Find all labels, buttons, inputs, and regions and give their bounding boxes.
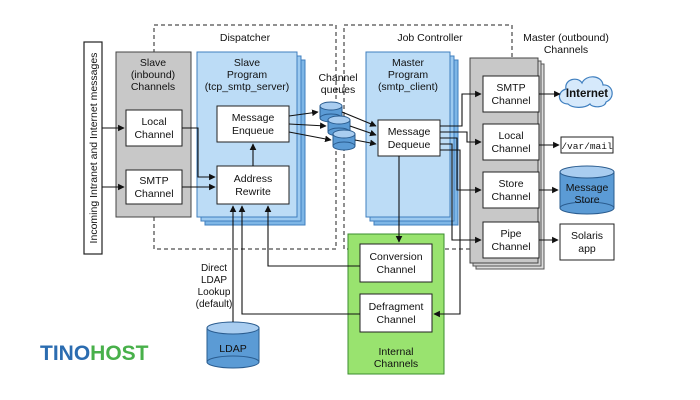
svg-text:Conversion: Conversion (369, 251, 422, 263)
svg-text:Solaris: Solaris (571, 230, 603, 242)
svg-text:Channel: Channel (376, 314, 415, 326)
defragment-channel-box: Defragment Channel (359, 293, 433, 333)
job-controller-label: Job Controller (397, 32, 463, 44)
svg-text:Store: Store (574, 194, 599, 206)
svg-text:Store: Store (498, 178, 523, 190)
svg-text:Master (outbound): Master (outbound) (523, 32, 609, 44)
svg-text:Channel: Channel (491, 143, 530, 155)
svg-text:Program: Program (388, 69, 429, 81)
svg-text:queues: queues (321, 84, 355, 96)
svg-text:Channel: Channel (491, 95, 530, 107)
solaris-app-box: Solaris app (559, 223, 615, 261)
svg-text:TINOHOST: TINOHOST (40, 342, 149, 365)
svg-text:Program: Program (227, 69, 268, 81)
flow-arrows (102, 90, 561, 322)
svg-text:LDAP: LDAP (219, 343, 246, 355)
incoming-messages-box: Incoming Intranet and Internet messages (83, 41, 103, 255)
svg-text:Master: Master (392, 57, 425, 69)
master-smtp-channel-box: SMTP Channel (482, 75, 540, 113)
svg-text:Channels: Channels (374, 358, 418, 370)
svg-text:Channel: Channel (376, 264, 415, 276)
svg-text:Message: Message (232, 112, 275, 124)
svg-text:Rewrite: Rewrite (235, 186, 271, 198)
svg-text:Lookup: Lookup (198, 287, 231, 298)
message-dequeue-box: Message Dequeue (377, 119, 441, 157)
svg-text:(default): (default) (196, 299, 233, 310)
svg-text:Channel: Channel (318, 72, 357, 84)
svg-text:Channels: Channels (544, 44, 588, 56)
svg-text:Direct: Direct (201, 263, 227, 274)
slave-local-channel-box: Local Channel (125, 109, 183, 147)
svg-text:Enqueue: Enqueue (232, 125, 274, 137)
internet-label: Internet (566, 88, 608, 100)
var-mail-box: /var/mail (560, 136, 614, 154)
svg-text:Message: Message (388, 126, 431, 138)
svg-text:Channels: Channels (131, 81, 175, 93)
slave-smtp-channel-box: SMTP Channel (125, 169, 183, 205)
svg-text:Slave: Slave (234, 57, 260, 69)
internet-cloud-icon: Internet (558, 76, 613, 108)
channel-queue-cylinder (332, 129, 356, 151)
svg-text:Internal: Internal (378, 346, 413, 358)
svg-text:(tcp_smtp_server): (tcp_smtp_server) (205, 81, 290, 93)
ldap-cylinder: LDAP (206, 321, 260, 369)
svg-text:/var/mail: /var/mail (561, 141, 613, 152)
svg-text:Dequeue: Dequeue (388, 139, 431, 151)
master-local-channel-box: Local Channel (482, 123, 540, 161)
svg-text:Slave: Slave (140, 57, 166, 69)
incoming-messages-label: Incoming Intranet and Internet messages (88, 53, 100, 244)
svg-text:Channel: Channel (134, 129, 173, 141)
svg-text:Channel: Channel (134, 188, 173, 200)
dispatcher-label: Dispatcher (220, 32, 271, 44)
svg-text:app: app (578, 243, 596, 255)
svg-text:(smtp_client): (smtp_client) (378, 81, 438, 93)
message-enqueue-box: Message Enqueue (216, 105, 290, 143)
svg-text:Channel: Channel (491, 241, 530, 253)
svg-text:Pipe: Pipe (500, 228, 521, 240)
channel-queues-label: Channel queues (318, 72, 357, 96)
svg-text:SMTP: SMTP (496, 82, 525, 94)
svg-text:Local: Local (141, 116, 166, 128)
message-store-cylinder: Message Store (559, 165, 615, 215)
conversion-channel-box: Conversion Channel (359, 243, 433, 283)
svg-text:Local: Local (498, 130, 523, 142)
svg-text:(inbound): (inbound) (131, 69, 175, 81)
address-rewrite-box: Address Rewrite (216, 165, 290, 205)
svg-text:Address: Address (234, 173, 273, 185)
master-store-channel-box: Store Channel (482, 171, 540, 209)
svg-text:LDAP: LDAP (201, 275, 227, 286)
svg-text:SMTP: SMTP (139, 175, 168, 187)
svg-text:Defragment: Defragment (369, 301, 424, 313)
ldap-note: Direct LDAP Lookup (default) (196, 263, 233, 310)
master-pipe-channel-box: Pipe Channel (482, 221, 540, 259)
tinohost-logo: TINOHOST (40, 342, 149, 365)
svg-text:Message: Message (566, 182, 609, 194)
master-outbound-label: Master (outbound) Channels (523, 32, 609, 56)
svg-text:Channel: Channel (491, 191, 530, 203)
